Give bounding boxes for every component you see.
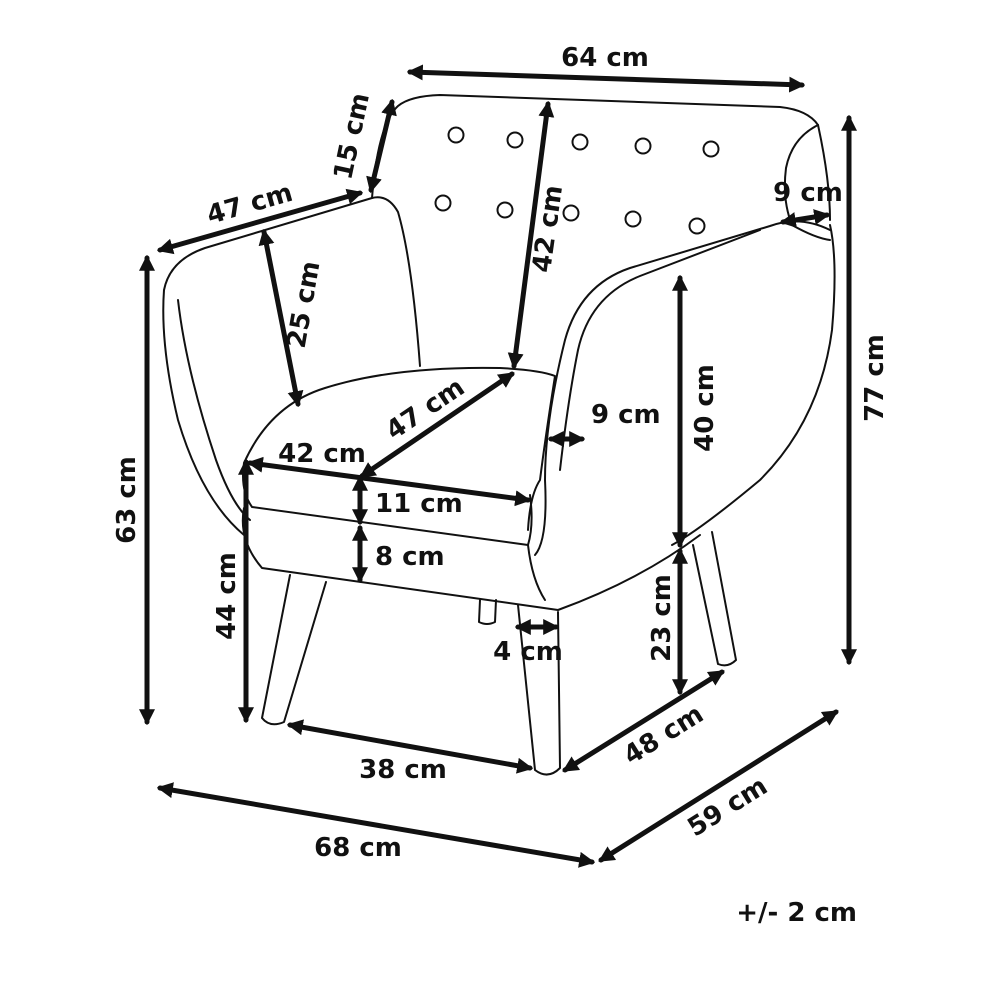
back-leg-left (478, 599, 497, 625)
dim-line-armrest-width (779, 209, 831, 228)
label-backrest-top-thickness: 15 cm (328, 90, 376, 182)
dim-line-backrest-height (507, 100, 555, 370)
tufting-button (571, 133, 589, 151)
right-armrest-roll (783, 124, 831, 241)
dim-line-overall-depth (598, 709, 839, 863)
dim-line-armrest-top-length (156, 188, 364, 255)
tufting-button (624, 210, 642, 228)
dim-line-overall-base-width (156, 782, 596, 868)
front-leg-right (517, 604, 561, 776)
label-seat-width: 42 cm (278, 439, 366, 469)
left-armrest-inner-edge (177, 299, 251, 521)
right-armrest-front (534, 220, 831, 556)
label-armrest-width: 9 cm (773, 178, 843, 208)
back-leg-right (692, 531, 737, 667)
right-armrest-inner-edge (559, 229, 761, 471)
tufting-button (688, 217, 706, 235)
dimension-labels: 64 cm 15 cm 47 cm 9 cm 42 cm 25 cm 77 cm… (112, 43, 890, 928)
right-armrest-outer (671, 224, 836, 546)
tufting-button (506, 131, 524, 149)
left-armrest (162, 196, 421, 536)
backrest (371, 94, 819, 199)
label-overall-width: 64 cm (561, 43, 649, 73)
label-leg-spacing-front: 38 cm (359, 755, 447, 785)
seat-base (241, 507, 701, 611)
label-armrest-inner-width: 9 cm (591, 400, 661, 430)
dim-line-seat-width (246, 456, 532, 507)
dim-line-backrest-top-thickness (366, 98, 397, 194)
tufting-button (447, 126, 465, 144)
seat-base-front-face (527, 544, 546, 601)
dim-line-overall-width (406, 64, 806, 93)
dim-line-armrest-inner-height (258, 228, 304, 408)
tufting-button (702, 140, 720, 158)
label-cushion-thickness: 11 cm (375, 489, 463, 519)
label-arm-height: 40 cm (690, 364, 720, 452)
label-leg-width: 4 cm (493, 637, 563, 667)
front-leg-left (261, 574, 327, 726)
label-seat-height: 44 cm (212, 552, 242, 640)
label-backrest-height: 42 cm (527, 183, 569, 274)
label-armrest-inner-height: 25 cm (282, 259, 327, 351)
label-tolerance: +/- 2 cm (736, 898, 857, 928)
label-overall-base-width: 68 cm (314, 833, 402, 863)
label-leg-height: 23 cm (647, 574, 677, 662)
label-side-height: 63 cm (112, 456, 142, 544)
tufting-buttons (434, 126, 720, 235)
tufting-button (496, 201, 514, 219)
dimension-lines (138, 64, 858, 868)
tufting-button (562, 204, 580, 222)
label-total-height: 77 cm (860, 334, 890, 422)
tufting-button (434, 194, 452, 212)
label-seat-base-thickness: 8 cm (375, 542, 445, 572)
tufting-button (634, 137, 652, 155)
dim-line-leg-spacing-front (286, 719, 534, 774)
